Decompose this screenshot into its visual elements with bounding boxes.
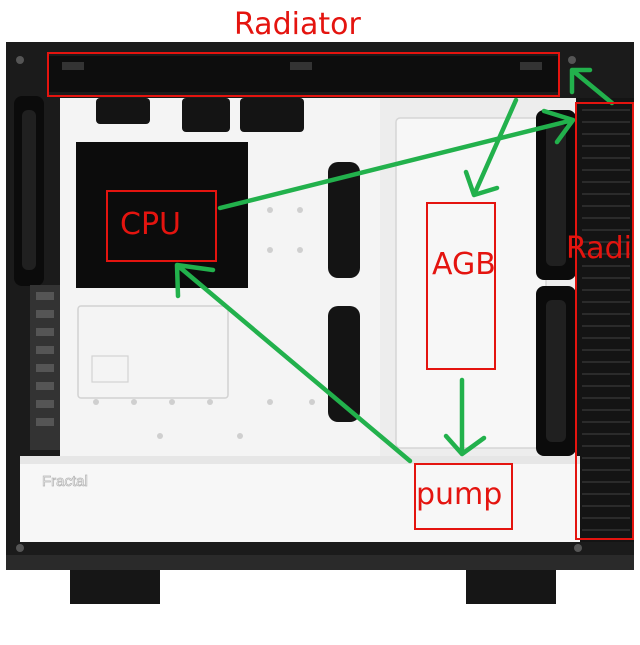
cable-grommet-upper	[328, 162, 360, 278]
flow-arrow-radiator-to-agb	[463, 97, 519, 198]
screw-icon	[16, 56, 24, 64]
cpu-label: CPU	[120, 207, 181, 242]
front-mesh-panel	[576, 98, 634, 542]
radiator-top-box	[47, 52, 560, 97]
psu-shroud	[20, 456, 580, 542]
screw-icon	[574, 544, 582, 552]
case-foot-right	[466, 570, 556, 604]
agb-box	[426, 202, 496, 370]
screw-icon	[16, 544, 24, 552]
pump-box	[414, 463, 513, 530]
radiator-side-label: Radi	[566, 231, 632, 266]
cable-grommet-lower	[328, 306, 360, 422]
cpu-box	[106, 190, 217, 262]
agb-label: AGB	[432, 247, 496, 282]
radiator-top-label: Radiator	[234, 7, 361, 42]
pump-label: pump	[416, 477, 503, 512]
flow-arrow-radi-to-radiator	[569, 67, 615, 106]
brand-logo: Fractal	[42, 473, 88, 490]
case-bottom-bevel	[6, 555, 634, 570]
flow-arrow-cpu-to-radi	[217, 108, 576, 211]
screw-icon	[568, 56, 576, 64]
flow-arrow-agb-to-pump	[443, 377, 487, 457]
case-foot-left	[70, 570, 160, 604]
radiator-side-box	[575, 102, 634, 540]
cpu-cutout	[76, 142, 248, 288]
flow-arrow-pump-to-cpu	[174, 262, 413, 464]
